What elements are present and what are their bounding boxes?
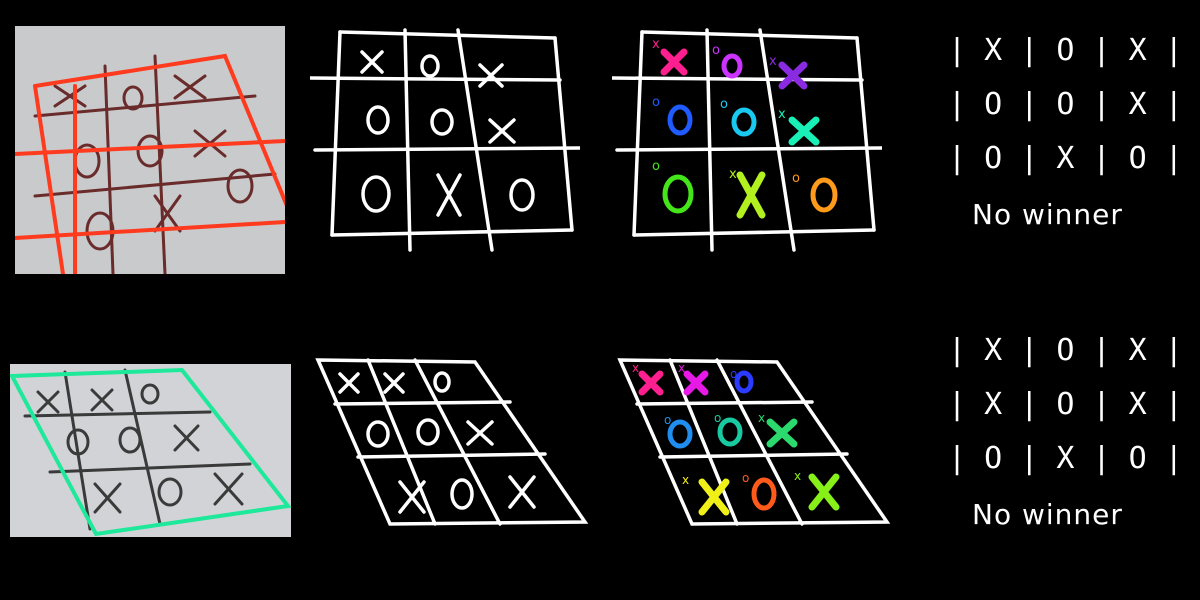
- board-2-classified: x x o o o x x o x: [612, 352, 892, 532]
- board-2-row-1: | X | O | X |: [948, 333, 1183, 368]
- board-1-row-2: | O | O | X |: [948, 87, 1183, 122]
- svg-text:o: o: [714, 411, 721, 425]
- svg-text:o: o: [720, 97, 728, 112]
- board-2-row-2: | X | O | X |: [948, 387, 1183, 422]
- svg-text:x: x: [682, 473, 689, 487]
- board-2-result: No winner: [972, 498, 1123, 531]
- svg-text:x: x: [769, 54, 777, 69]
- board-2-row-3: | O | X | O |: [948, 441, 1183, 476]
- board-2-photo: [10, 364, 291, 537]
- svg-text:x: x: [794, 469, 801, 483]
- svg-text:x: x: [678, 361, 685, 375]
- svg-text:o: o: [652, 95, 660, 110]
- svg-text:x: x: [632, 361, 639, 375]
- board-1-text-result: | X | O | X | | O | O | X | | O | X | O …: [948, 24, 1183, 231]
- svg-text:o: o: [742, 471, 749, 485]
- board-1-result: No winner: [972, 198, 1123, 231]
- svg-text:x: x: [652, 37, 660, 52]
- board-1-photo: [15, 26, 285, 274]
- board-2-binary: [310, 352, 590, 532]
- svg-text:o: o: [652, 159, 660, 174]
- svg-text:o: o: [730, 367, 737, 381]
- board-1-binary: [310, 20, 580, 260]
- board-2-text-result: | X | O | X | | X | O | X | | O | X | O …: [948, 324, 1183, 531]
- svg-text:o: o: [712, 43, 720, 58]
- board-1-row-1: | X | O | X |: [948, 33, 1183, 68]
- svg-text:x: x: [758, 411, 765, 425]
- svg-text:o: o: [664, 413, 671, 427]
- svg-text:o: o: [792, 171, 800, 186]
- board-1-classified: x o x o o x o x o: [612, 20, 882, 260]
- svg-text:x: x: [778, 107, 786, 122]
- svg-text:x: x: [729, 167, 737, 182]
- board-1-row-3: | O | X | O |: [948, 141, 1183, 176]
